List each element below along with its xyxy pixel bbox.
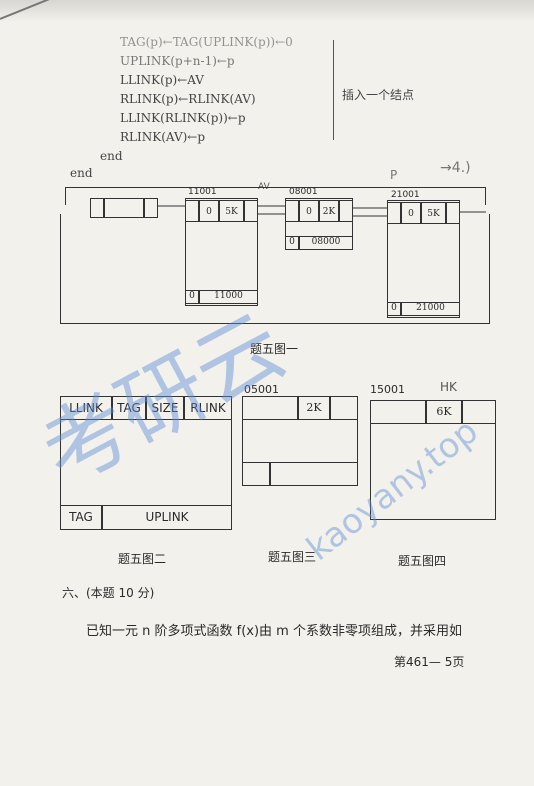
node2-addr: 08001 [289,187,318,197]
node3-cell-d [446,202,460,224]
node3-bottom-tag: 0 [387,302,401,316]
node3-tag: 0 [401,202,421,224]
node3-addr: 21001 [391,190,420,200]
note-pencil-2: →4.) [440,160,471,176]
node2-cell-a [285,200,299,222]
fig4-cell-a [370,400,426,424]
head-cell-3 [144,198,158,218]
ring-top [65,187,486,205]
fig4-cell-d [462,400,496,424]
code-bracket [325,40,334,140]
node1-bottom-val: 11000 [199,290,258,304]
fig2-header-rlink: RLINK [184,396,232,420]
code-end-1: end [100,149,123,163]
node2-bottom-val: 08000 [299,236,353,250]
fig4-caption: 题五图四 [398,554,447,568]
node1-size: 5K [219,200,244,222]
node2-cell-d [339,200,353,222]
fig2-header-size: SIZE [146,396,184,420]
node1-bottom-tag: 0 [185,290,199,304]
code-line-4: RLINK(p)←RLINK(AV) [120,92,256,106]
node3-bottom-val: 21000 [401,302,460,316]
fig3-size: 2K [298,396,330,420]
node1-addr: 11001 [188,187,217,197]
head-cell-2 [104,198,144,218]
node2-size: 2K [319,200,339,222]
node1-cell-a [185,200,199,222]
node1-block [185,198,258,306]
ring-outer [60,214,490,324]
section-heading: 六、(本题 10 分) [62,586,155,600]
code-line-2: UPLINK(p+n-1)←p [120,54,235,68]
code-line-6: RLINK(AV)←p [120,130,206,144]
fig2-header-tag: TAG [112,396,146,420]
fig2-footer-uplink: UPLINK [102,505,232,530]
node3-block [387,200,460,318]
fig3-caption: 题五图三 [268,550,317,564]
fig3-footer-b [270,462,358,486]
fig2-header-llink: LLINK [60,396,112,420]
node1-cell-d [244,200,258,222]
code-end-2: end [70,166,93,180]
fig2-footer-tag: TAG [60,505,102,530]
fig3-cell-a [242,396,298,420]
page-number: 第461— 5页 [394,655,465,669]
fig4-note: HK [440,380,457,394]
fig1-caption: 题五图一 [250,342,299,356]
node3-size: 5K [421,202,446,224]
fig4-size: 6K [426,400,462,424]
fig4-addr: 15001 [370,383,405,396]
fig3-addr: 05001 [244,383,279,396]
section-body: 已知一元 n 阶多项式函数 f(x)由 m 个系数非零项组成，并采用如 [86,624,462,639]
code-line-1: TAG(p)←TAG(UPLINK(p))←0 [120,35,293,49]
node3-cell-a [387,202,401,224]
fig2-caption: 题五图二 [118,552,167,566]
fig3-cell-d [330,396,358,420]
fig1-links [158,205,486,217]
head-cell-1 [90,198,104,218]
node1-tag: 0 [199,200,219,222]
code-line-3: LLINK(p)←AV [120,73,204,87]
code-annotation: 插入一个结点 [342,88,415,102]
node2-tag: 0 [299,200,319,222]
fig3-footer-a [242,462,270,486]
scan-edge [0,0,534,22]
code-line-5: LLINK(RLINK(p))←p [120,111,246,125]
node2-bottom-tag: 0 [285,236,299,250]
note-pencil-1: P [390,168,398,182]
